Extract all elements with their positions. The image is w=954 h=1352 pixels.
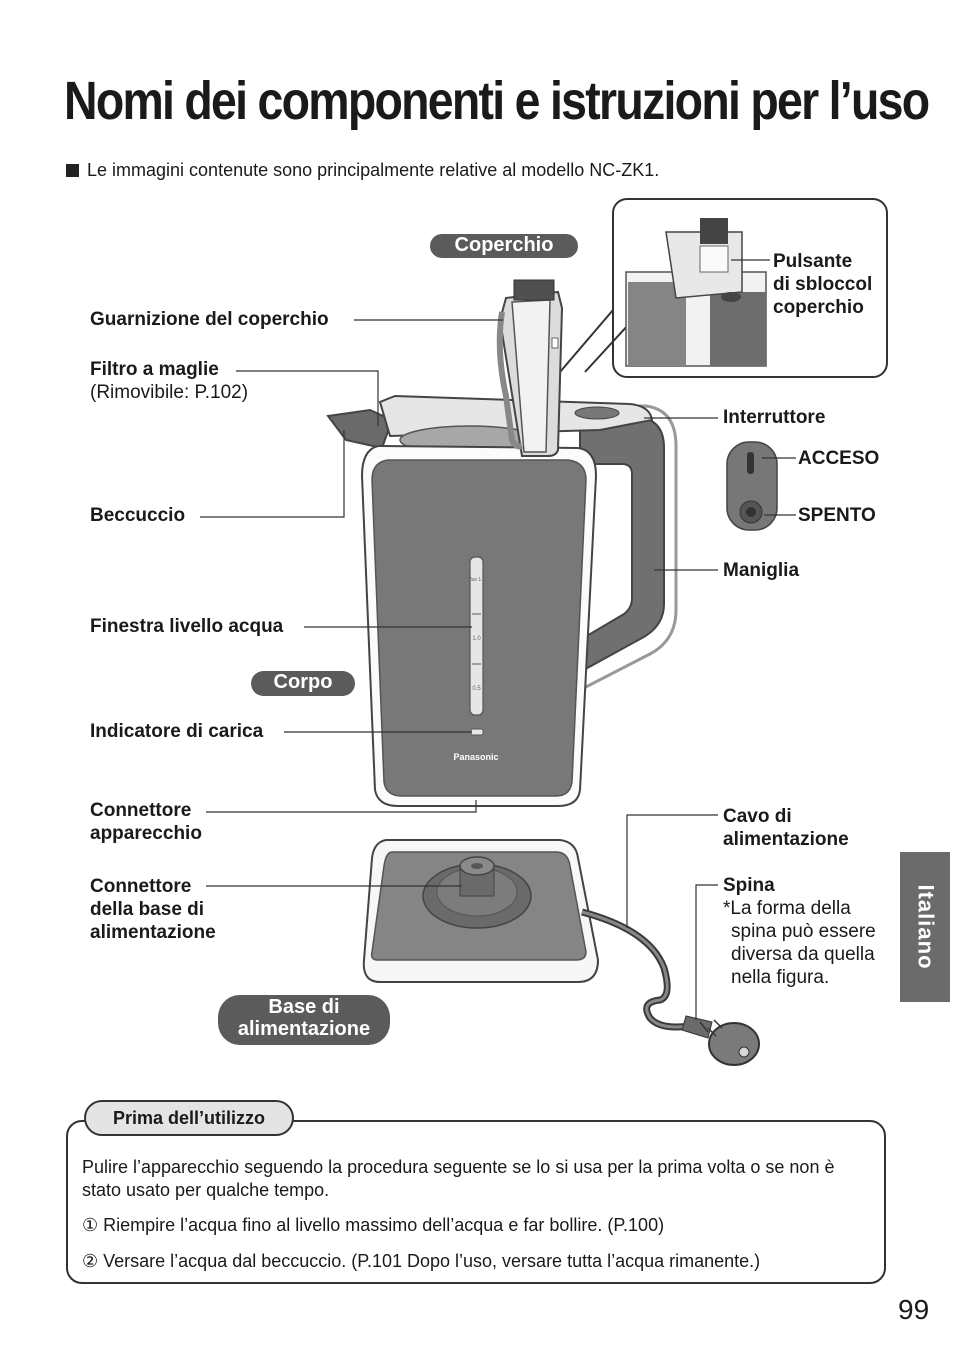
switch-illustration <box>726 441 796 531</box>
leader-lines <box>200 319 718 1020</box>
section-corpo: Corpo <box>251 671 355 696</box>
brand-logo: Panasonic <box>453 752 498 762</box>
before-use-step1: ① Riempire l’acqua fino al livello massi… <box>82 1215 665 1235</box>
kettle-spout <box>326 408 394 450</box>
scale-max-label: Max 1.5 <box>468 577 486 583</box>
label-filtro-note: (Rimovibile: P.102) <box>90 382 249 403</box>
label-interruttore: Interruttore <box>723 407 826 428</box>
before-use-box <box>66 1120 886 1284</box>
power-cord <box>581 908 760 1066</box>
kettle-body: Max 1.5 1.0 0.5 Panasonic <box>360 444 598 807</box>
spina-note-2: spina può essere <box>731 921 876 942</box>
scale-mid-label: 1.0 <box>472 636 481 642</box>
label-filtro: Filtro a maglie(Rimovibile: P.102) <box>90 359 249 403</box>
label-spento: SPENTO <box>798 505 876 526</box>
language-tab-label: Italiano <box>913 884 939 970</box>
inset-lid-release <box>559 198 888 378</box>
section-base-line1: Base di <box>268 996 340 1018</box>
kettle-handle <box>579 404 678 692</box>
square-bullet-icon <box>66 164 79 177</box>
page-title: Nomi dei componenti e istruzioni per l’u… <box>64 71 930 131</box>
scale-low-label: 0.5 <box>472 686 481 692</box>
spina-note-3: diversa da quella <box>731 944 875 965</box>
section-base: Base di alimentazione <box>218 995 390 1045</box>
section-coperchio: Coperchio <box>430 234 578 258</box>
kettle-lid <box>496 279 564 457</box>
power-base <box>362 839 600 983</box>
before-use-step2: ② Versare l’acqua dal beccuccio. (P.101 … <box>82 1251 761 1271</box>
label-maniglia: Maniglia <box>723 560 800 581</box>
model-note-text: Le immagini contenute sono principalment… <box>87 160 660 180</box>
model-note: Le immagini contenute sono principalment… <box>66 160 659 181</box>
page-number: 99 <box>898 1294 930 1325</box>
spina-note-4: nella figura. <box>731 967 830 988</box>
spina-note-1: *La forma della <box>723 898 851 919</box>
before-use-heading: Prima dell’utilizzo <box>84 1100 294 1136</box>
label-finestra: Finestra livello acqua <box>90 616 284 637</box>
label-acceso: ACCESO <box>798 448 880 469</box>
before-use-intro: Pulire l’apparecchio seguendo la procedu… <box>82 1157 835 1200</box>
label-beccuccio: Beccuccio <box>90 505 186 526</box>
language-tab: Italiano <box>900 852 950 1002</box>
label-spina: Spina *La forma della spina può essere d… <box>723 875 876 988</box>
label-indicatore: Indicatore di carica <box>90 721 264 742</box>
section-base-line2: alimentazione <box>237 1018 371 1040</box>
label-guarnizione: Guarnizione del coperchio <box>90 309 329 330</box>
